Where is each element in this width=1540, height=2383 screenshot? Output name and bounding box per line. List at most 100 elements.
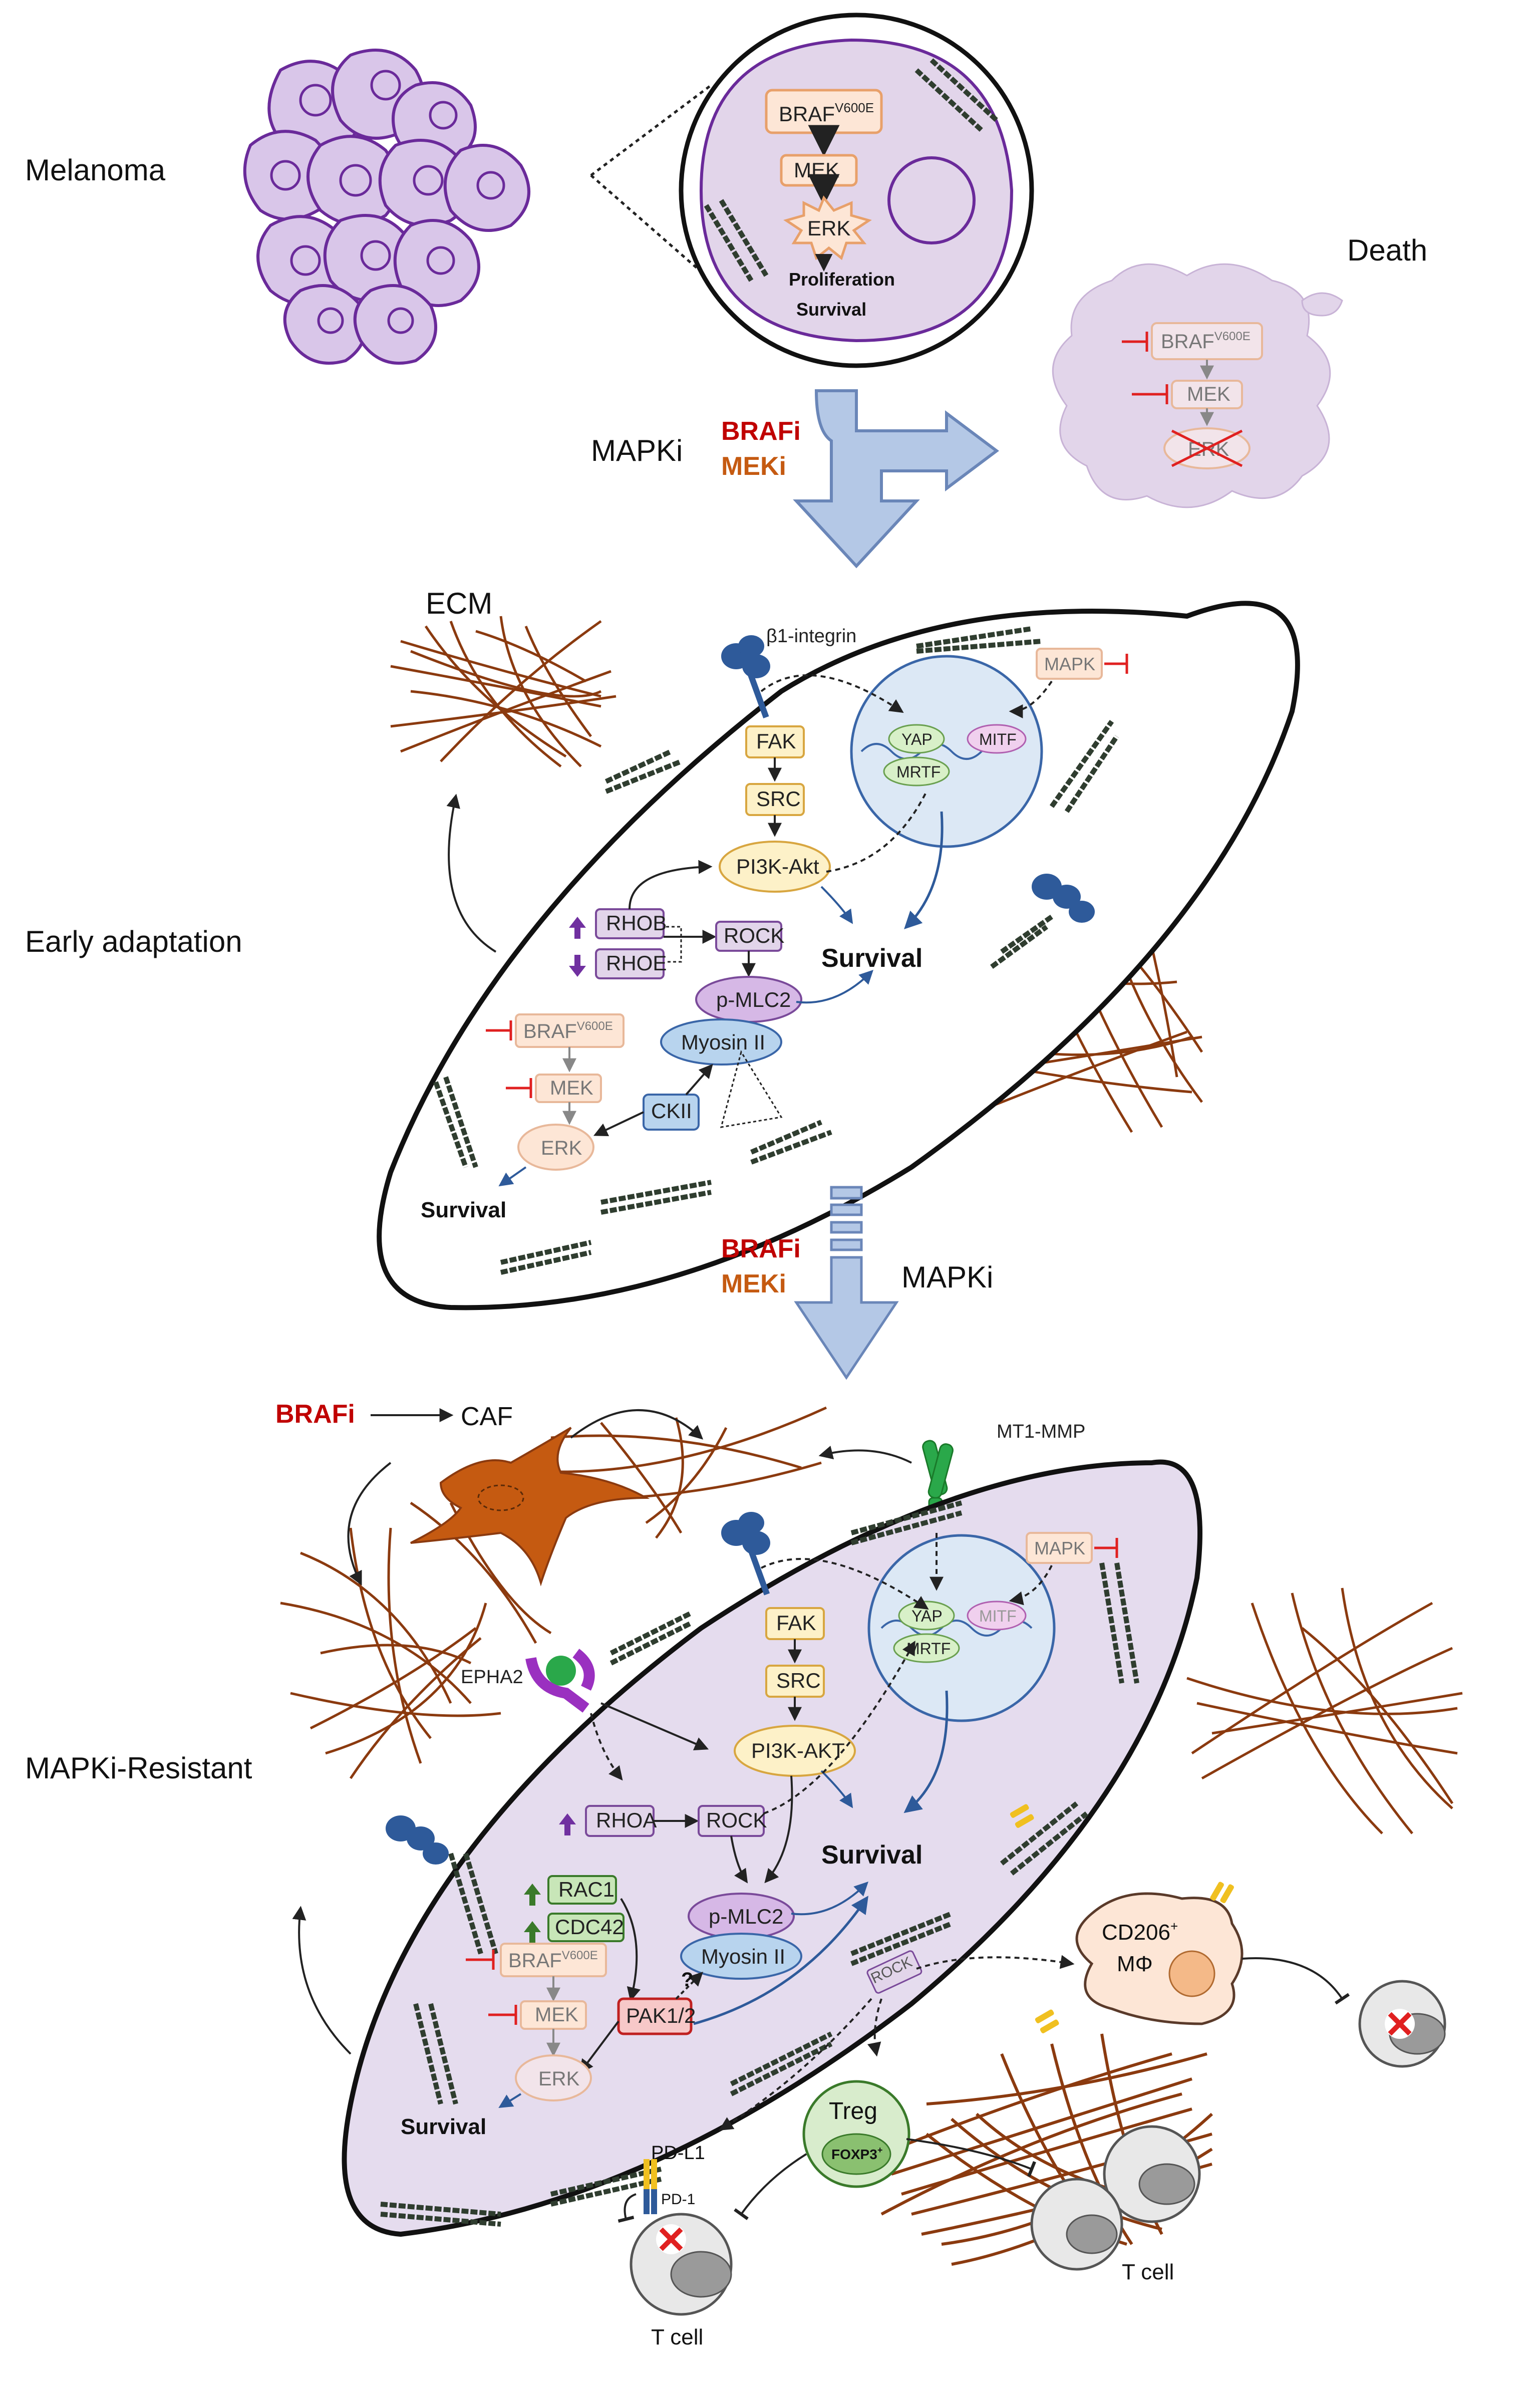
ecm-fibers-bottom-left — [280, 1501, 552, 1779]
survival-resistant-low: Survival — [401, 2114, 486, 2139]
actin-filaments-bottom — [380, 1500, 1139, 2227]
stage-label-resistant: MAPKi-Resistant — [25, 1751, 252, 1785]
pi3k-label-early: PI3K-Akt — [736, 855, 819, 878]
rock-label-early: ROCK — [724, 924, 784, 947]
question-mark: ? — [681, 1969, 693, 1991]
yap-label-early: YAP — [901, 730, 933, 748]
src-label-early: SRC — [756, 787, 801, 811]
death-braf-label: BRAFV600E — [1161, 330, 1251, 353]
up-arrow-rhoa — [559, 1813, 576, 1835]
meki-label-2: MEKi — [721, 1269, 786, 1298]
mapki-label-2: MAPKi — [901, 1260, 993, 1294]
ecm-label: ECM — [426, 587, 492, 620]
epha2-receptor-icon — [525, 1649, 595, 1713]
macrophage-sub-label: MΦ — [1117, 1952, 1153, 1976]
epha2-label: EPHA2 — [461, 1667, 523, 1688]
src-label-resistant: SRC — [776, 1669, 821, 1692]
pi3k-label-resistant: PI3K-AKT — [751, 1739, 845, 1762]
mek-label: MEK — [794, 158, 839, 182]
caf-cell — [410, 1427, 650, 1586]
brafi-label-1: BRAFi — [721, 417, 801, 446]
integrin-icon-bottom-left — [386, 1815, 449, 1865]
beta1-integrin-icon — [721, 635, 770, 718]
caf-arrow-left — [347, 1462, 392, 1586]
early-pathway: FAK SRC PI3K-Akt RHOB RHOE ROCK p-MLC2 M… — [421, 674, 944, 1222]
erk-cross-2 — [1171, 429, 1243, 467]
erk-burst — [783, 195, 872, 260]
ckii-label: CKII — [651, 1099, 692, 1123]
melanoma-nuclei — [270, 70, 505, 334]
receptor-icons-macrophage — [1010, 1804, 1234, 2033]
stage-label-melanoma: Melanoma — [25, 153, 166, 187]
treg-label: Treg — [829, 2098, 877, 2125]
mapk-label-resistant: MAPK — [1034, 1538, 1085, 1558]
fak-label-early: FAK — [756, 729, 796, 753]
feedback-arrow-early — [446, 793, 497, 953]
pdl1-label: PD-L1 — [651, 2143, 705, 2164]
yap-label-resistant: YAP — [911, 1607, 943, 1625]
treatment-arrow-1 — [793, 389, 999, 569]
stage-label-early: Early adaptation — [25, 925, 242, 958]
cdc42-label: CDC42 — [555, 1915, 624, 1939]
death-mek-label: MEK — [1187, 383, 1230, 405]
ecm-fibers-left — [390, 616, 617, 767]
integrin-icon-bottom — [721, 1512, 770, 1596]
survival-early-main: Survival — [821, 944, 922, 973]
ecm-fibers-bottom-right — [1186, 1587, 1463, 1834]
pmlc2-label-resistant: p-MLC2 — [709, 1905, 783, 1928]
rock-label-resistant: ROCK — [706, 1808, 767, 1832]
macrophage-label: CD206+ — [1102, 1919, 1178, 1945]
tcell-label-2: T cell — [1122, 2260, 1174, 2284]
integrin-label: β1-integrin — [766, 626, 856, 647]
rhoa-label: RHOA — [596, 1808, 657, 1832]
braf-label-resistant: BRAFV600E — [508, 1949, 598, 1972]
pmlc2-label-early: p-MLC2 — [716, 988, 791, 1011]
up-arrow-rhob — [569, 917, 586, 939]
erk-label-resistant: ERK — [538, 2068, 580, 2090]
braf-label-early: BRAFV600E — [523, 1019, 613, 1042]
up-arrow-cdc42 — [524, 1921, 541, 1943]
pak-label: PAK1/2 — [626, 2004, 696, 2027]
myosin-label-early: Myosin II — [681, 1030, 765, 1054]
survival-top-label: Survival — [796, 299, 866, 320]
tcell-label-1: T cell — [651, 2325, 703, 2349]
pdl1-pd1-icon — [644, 2159, 657, 2214]
caf-label: CAF — [461, 1402, 513, 1431]
treg-nucleus — [821, 2133, 891, 2175]
up-arrow-rac1 — [524, 1884, 541, 1906]
rhob-label: RHOB — [606, 911, 667, 935]
top-mapk-cascade: BRAFV600E MEK ERK Proliferation Survival — [765, 89, 895, 320]
rac1-label: RAC1 — [558, 1878, 614, 1901]
proliferation-label: Proliferation — [789, 269, 895, 290]
braf-label: BRAFV600E — [779, 100, 874, 126]
mapk-label-early: MAPK — [1044, 654, 1095, 674]
caf-arrow-top — [570, 1409, 704, 1440]
treatment-arrow-2 — [794, 1186, 899, 1380]
myosin-label-resistant: Myosin II — [701, 1945, 785, 1968]
nucleus-resistant — [867, 1534, 1056, 1722]
meki-label-1: MEKi — [721, 452, 786, 481]
mek-label-early: MEK — [550, 1077, 593, 1099]
mrtf-label-early: MRTF — [896, 763, 941, 781]
death-cascade: BRAFV600E MEK ERK — [1122, 322, 1263, 469]
brafi-label-2: BRAFi — [721, 1234, 801, 1263]
zoom-line-bottom — [590, 174, 712, 282]
mitf-label-resistant: MITF — [979, 1607, 1017, 1625]
brafi-label-3: BRAFi — [275, 1400, 355, 1429]
mt1mmp-label: MT1-MMP — [997, 1421, 1085, 1442]
stage-label-death: Death — [1347, 233, 1427, 267]
zoomed-nucleus — [887, 156, 976, 244]
foxp3-label: FOXP3+ — [831, 2145, 882, 2162]
macrophage-cell — [1075, 1892, 1244, 2025]
melanoma-cell-cluster — [243, 49, 530, 365]
fak-label-resistant: FAK — [776, 1611, 816, 1635]
zoom-line-top — [590, 84, 712, 176]
mitf-label-early: MITF — [979, 730, 1017, 748]
survival-resistant-main: Survival — [821, 1840, 922, 1870]
survival-early-low: Survival — [421, 1198, 506, 1222]
rhoe-label: RHOE — [606, 951, 667, 975]
mek-label-resistant: MEK — [535, 2004, 578, 2026]
erk-label-early: ERK — [541, 1137, 582, 1159]
erk-label: ERK — [807, 216, 850, 240]
apoptotic-body — [1301, 292, 1343, 317]
